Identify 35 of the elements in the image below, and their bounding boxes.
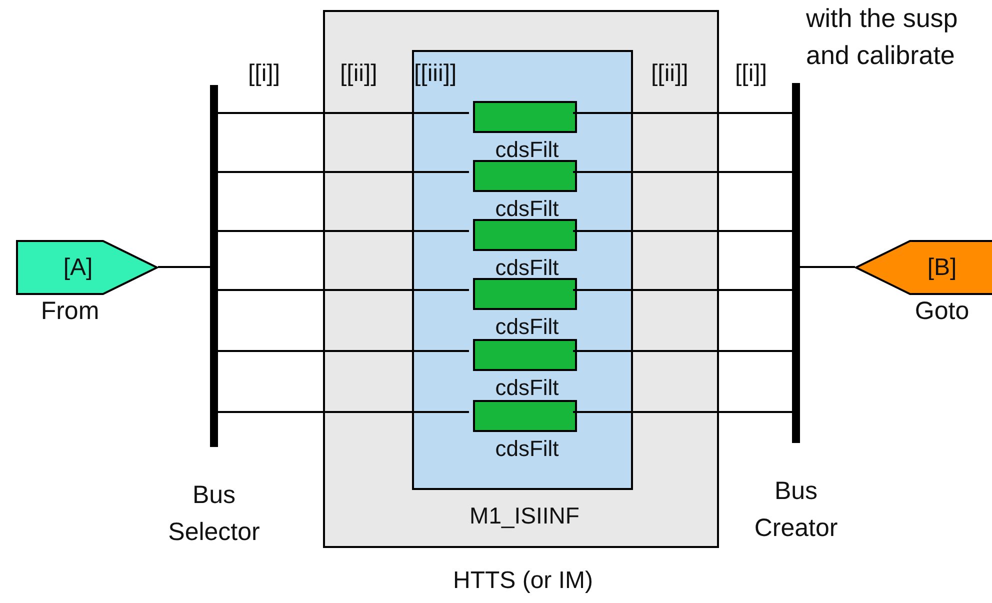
- text-label: [[i]]: [248, 62, 280, 86]
- signal-line: [573, 112, 792, 114]
- signal-line: [218, 289, 469, 291]
- signal-line: [573, 411, 792, 413]
- text-label: [[i]]: [735, 62, 768, 86]
- block-label: cdsFilt: [495, 257, 559, 279]
- block-label: cdsFilt: [495, 377, 559, 399]
- signal-line: [218, 411, 469, 413]
- signal-line: [573, 230, 792, 232]
- signal-line: [800, 266, 855, 268]
- block-caption: From: [40, 297, 100, 325]
- text-label: [[ii]]: [340, 62, 378, 86]
- signal-line: [218, 350, 469, 352]
- block-label: [B]: [927, 256, 957, 280]
- block-caption: Bus Creator: [753, 476, 839, 544]
- block-label: HTTS (or IM): [453, 569, 593, 593]
- signal-line: [158, 266, 210, 268]
- text-label: [[iii]]: [414, 62, 457, 86]
- text-label: with the susp: [806, 5, 958, 31]
- block-caption: Bus Selector: [167, 480, 261, 548]
- text-label: [[ii]]: [651, 62, 688, 86]
- signal-line: [573, 289, 792, 291]
- block-label: cdsFilt: [495, 316, 559, 338]
- block-label: cdsFilt: [495, 198, 559, 220]
- block-label: M1_ISIINF: [470, 504, 580, 528]
- block-label: cdsFilt: [495, 438, 559, 460]
- signal-line: [218, 230, 469, 232]
- text-label: and calibrate: [806, 42, 955, 68]
- signal-line: [218, 112, 469, 114]
- signal-line: [218, 171, 469, 173]
- block-label: [A]: [63, 256, 93, 280]
- block-caption: Goto: [914, 297, 970, 325]
- signal-line: [573, 171, 792, 173]
- signal-line: [573, 350, 792, 352]
- block-label: cdsFilt: [495, 139, 559, 161]
